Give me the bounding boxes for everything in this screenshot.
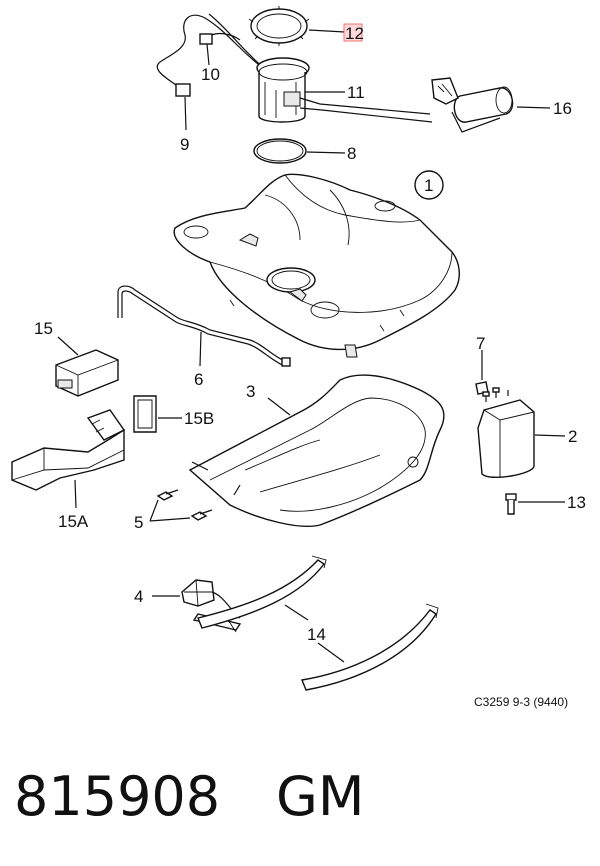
callout-3[interactable]: 3 (246, 382, 255, 401)
screw-5-parts[interactable] (156, 489, 213, 521)
callout-9[interactable]: 9 (180, 135, 189, 154)
callout-15a[interactable]: 15A (58, 512, 89, 531)
leader-line-16 (516, 106, 551, 109)
leader-line-5b (149, 499, 159, 522)
tank-strap-parts[interactable] (197, 555, 439, 691)
fuel-line-harness-part[interactable] (156, 13, 263, 97)
leader-line-2 (534, 434, 566, 437)
figure-reference: C3259 9-3 (9440) (474, 695, 568, 709)
leader-line-14b (317, 642, 345, 663)
callout-8[interactable]: 8 (347, 144, 356, 163)
leader-line-15a (74, 479, 77, 509)
leader-line-9 (184, 96, 187, 131)
leader-line-12 (308, 29, 346, 33)
leader-line-5 (149, 517, 191, 522)
callout-1[interactable]: 1 (424, 176, 433, 195)
callout-15[interactable]: 15 (34, 319, 53, 338)
callout-7[interactable]: 7 (476, 334, 485, 353)
fuel-tank-part[interactable] (173, 173, 460, 358)
part-number: 815908 (14, 765, 220, 828)
locking-ring-part[interactable] (248, 6, 310, 46)
callout-13[interactable]: 13 (567, 493, 586, 512)
leader-line-8 (306, 151, 346, 154)
callout-highlight-12 (343, 23, 363, 42)
fuel-pipe-part[interactable] (117, 285, 291, 367)
callout-10[interactable]: 10 (201, 65, 220, 84)
leader-line-6 (199, 331, 202, 367)
control-unit-part[interactable] (55, 349, 119, 397)
screw-13-part[interactable] (505, 493, 517, 515)
evap-canister-part[interactable] (477, 387, 535, 478)
callout-14[interactable]: 14 (307, 625, 326, 644)
callout-16[interactable]: 16 (553, 99, 572, 118)
seal-ring-part[interactable] (253, 138, 307, 164)
callout-1-circle (414, 170, 444, 200)
fuel-filter-part[interactable] (431, 77, 514, 133)
heat-shield-part[interactable] (188, 374, 445, 527)
callout-6[interactable]: 6 (194, 370, 203, 389)
brand-name: GM (276, 765, 364, 828)
callout-12[interactable]: 12 (345, 24, 364, 43)
callout-11[interactable]: 11 (347, 83, 365, 102)
leader-line-15 (57, 336, 79, 356)
bracket-part[interactable] (11, 409, 126, 491)
callout-4[interactable]: 4 (134, 587, 143, 606)
leader-line-3 (267, 397, 291, 416)
leader-line-10 (206, 43, 210, 66)
fuel-pump-module-part[interactable] (256, 57, 433, 123)
gasket-part[interactable] (133, 395, 157, 433)
callout-2[interactable]: 2 (568, 427, 577, 446)
callout-15b[interactable]: 15B (184, 409, 214, 428)
leader-line-14a (284, 604, 309, 621)
callout-5[interactable]: 5 (134, 513, 143, 532)
